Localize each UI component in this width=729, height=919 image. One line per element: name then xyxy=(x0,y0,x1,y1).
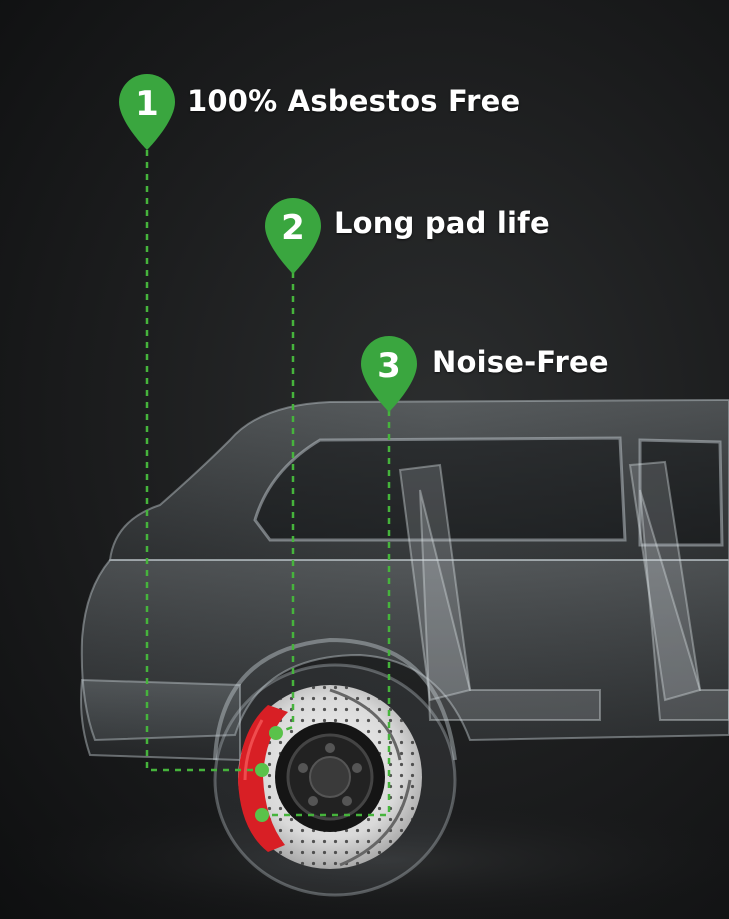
map-pin-icon: 1 xyxy=(119,74,175,150)
car-seats xyxy=(398,460,729,721)
feature-label-3: Noise-Free xyxy=(432,345,609,379)
marker-number-2: 2 xyxy=(281,208,305,248)
contact-points xyxy=(255,726,283,822)
marker-number-3: 3 xyxy=(377,346,401,386)
car-windows xyxy=(253,436,724,547)
leader-lines xyxy=(145,150,391,817)
brake-caliper xyxy=(238,705,288,852)
map-pin-icon: 2 xyxy=(265,198,321,274)
marker-number-1: 1 xyxy=(135,84,159,124)
feature-label-2: Long pad life xyxy=(334,206,550,240)
brake-rotor xyxy=(238,685,422,869)
map-pin-icon: 3 xyxy=(361,336,417,412)
feature-label-1: 100% Asbestos Free xyxy=(187,84,521,118)
